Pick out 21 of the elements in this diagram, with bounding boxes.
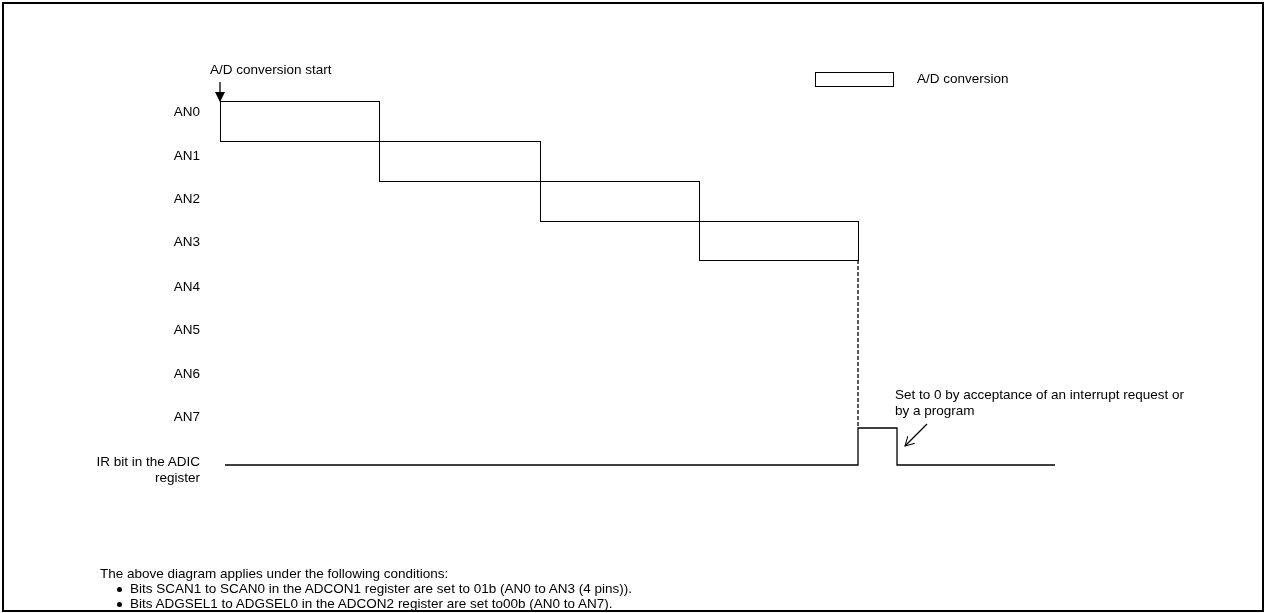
conversion-period-bar (379, 141, 541, 182)
channel-label: AN5 (173, 322, 200, 338)
signal-label: IR bit in the ADIC register (95, 454, 200, 486)
condition-text: Bits SCAN1 to SCAN0 in the ADCON1 register are set to 01b (AN0 to AN3 (4 pins)). (130, 581, 632, 597)
channel-label: AN3 (173, 234, 200, 250)
channel-label: AN0 (173, 104, 200, 120)
start-note: A/D conversion start (210, 62, 332, 78)
legend-text: A/D conversion (917, 71, 1009, 87)
conversion-period-bar (699, 221, 859, 261)
channel-label: AN1 (173, 148, 200, 164)
conversion-period-bar (220, 101, 380, 142)
leader-arrow (215, 81, 225, 102)
conversion-period-bar (540, 181, 700, 222)
channel-label: AN4 (173, 279, 200, 295)
channel-label: AN2 (173, 191, 200, 207)
channel-label: AN6 (173, 366, 200, 382)
leader-arrow (904, 423, 928, 447)
channel-label: AN7 (173, 409, 200, 425)
note-text: The above diagram applies under the following conditions: (100, 566, 449, 582)
reset-note: Set to 0 by acceptance of an interrupt request or by a program (895, 387, 1195, 419)
condition-text: Bits ADGSEL1 to ADGSEL0 in the ADCON2 register are set to00b (AN0 to AN7). (130, 596, 613, 612)
